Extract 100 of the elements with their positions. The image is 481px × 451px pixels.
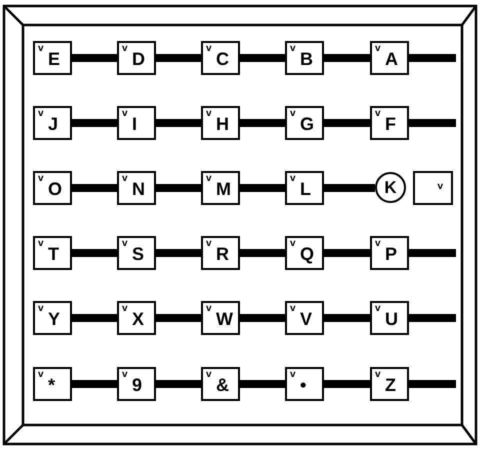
key-box — [201, 106, 240, 140]
key-box — [370, 236, 409, 270]
key-mark: v — [206, 238, 212, 249]
key-letter: • — [300, 375, 306, 395]
key-mark: v — [375, 108, 381, 119]
key-letter: K — [383, 178, 398, 198]
key-letter: & — [216, 375, 229, 395]
connecting-bar — [240, 184, 285, 192]
key-box — [413, 171, 453, 205]
key-mark: v — [375, 238, 381, 249]
key-mark: v — [38, 369, 44, 380]
connecting-bar — [72, 314, 117, 322]
key-mark: v — [206, 108, 212, 119]
key-box — [117, 367, 156, 401]
key-box — [201, 171, 240, 205]
key-box — [117, 106, 156, 140]
key-letter: S — [132, 244, 144, 264]
connecting-bar — [324, 184, 375, 192]
key-mark: v — [206, 303, 212, 314]
key-mark: v — [122, 238, 128, 249]
key-box — [285, 367, 324, 401]
connecting-bar — [240, 119, 285, 127]
key-letter: E — [48, 49, 60, 69]
key-box — [285, 236, 324, 270]
key-box — [285, 171, 324, 205]
key-mark: v — [375, 369, 381, 380]
key-box — [33, 106, 72, 140]
key-mark: v — [122, 108, 128, 119]
connecting-bar — [72, 249, 117, 257]
key-letter: U — [385, 309, 398, 329]
connecting-bar — [324, 314, 370, 322]
connecting-bar — [324, 249, 370, 257]
key-box — [117, 171, 156, 205]
key-box — [285, 301, 324, 335]
connecting-bar — [156, 54, 201, 62]
connecting-bar — [409, 54, 456, 62]
key-mark: v — [38, 43, 44, 54]
key-mark: v — [290, 43, 296, 54]
key-mark: v — [38, 238, 44, 249]
key-box — [33, 41, 72, 75]
key-box — [33, 171, 72, 205]
connecting-bar — [240, 380, 285, 388]
key-letter: R — [216, 244, 229, 264]
key-box — [370, 106, 409, 140]
key-box — [117, 236, 156, 270]
key-letter: A — [385, 49, 398, 69]
key-letter: B — [300, 49, 313, 69]
key-mark: v — [375, 303, 381, 314]
circle-node — [375, 172, 406, 203]
connecting-bar — [324, 54, 370, 62]
connecting-bar — [409, 119, 456, 127]
key-letter: H — [216, 114, 229, 134]
key-box — [201, 41, 240, 75]
connecting-bar — [156, 119, 201, 127]
connecting-bar — [72, 54, 117, 62]
key-box — [33, 301, 72, 335]
key-mark: v — [290, 108, 296, 119]
connecting-bar — [409, 314, 456, 322]
key-mark: v — [290, 173, 296, 184]
key-letter: C — [216, 49, 229, 69]
key-mark: v — [122, 369, 128, 380]
key-mark: v — [437, 181, 443, 192]
key-box — [117, 41, 156, 75]
key-box — [33, 367, 72, 401]
key-letter: 9 — [132, 375, 142, 395]
key-letter: W — [216, 309, 233, 329]
key-box — [370, 41, 409, 75]
key-letter: D — [132, 49, 145, 69]
key-box — [285, 106, 324, 140]
connecting-bar — [156, 249, 201, 257]
key-letter: M — [216, 179, 231, 199]
key-mark: v — [206, 173, 212, 184]
key-letter: L — [300, 179, 311, 199]
key-mark: v — [38, 108, 44, 119]
key-box — [370, 301, 409, 335]
connecting-bar — [240, 54, 285, 62]
key-mark: v — [206, 43, 212, 54]
key-box — [201, 367, 240, 401]
key-letter: X — [132, 309, 144, 329]
key-letter: Y — [48, 309, 60, 329]
key-letter: G — [300, 114, 314, 134]
key-letter: Q — [300, 244, 314, 264]
connecting-bar — [156, 314, 201, 322]
connecting-bar — [324, 380, 370, 388]
key-letter: J — [48, 114, 58, 134]
key-letter: * — [48, 375, 56, 395]
key-mark: v — [290, 303, 296, 314]
connecting-bar — [72, 184, 117, 192]
key-mark: v — [206, 369, 212, 380]
key-mark: v — [122, 43, 128, 54]
connecting-bar — [409, 380, 456, 388]
key-letter: V — [300, 309, 312, 329]
key-box — [370, 367, 409, 401]
key-letter: I — [132, 114, 138, 134]
key-letter: F — [385, 114, 396, 134]
key-letter: Z — [385, 375, 396, 395]
key-mark: v — [38, 173, 44, 184]
connecting-bar — [409, 249, 456, 257]
connecting-bar — [156, 380, 201, 388]
key-mark: v — [38, 303, 44, 314]
